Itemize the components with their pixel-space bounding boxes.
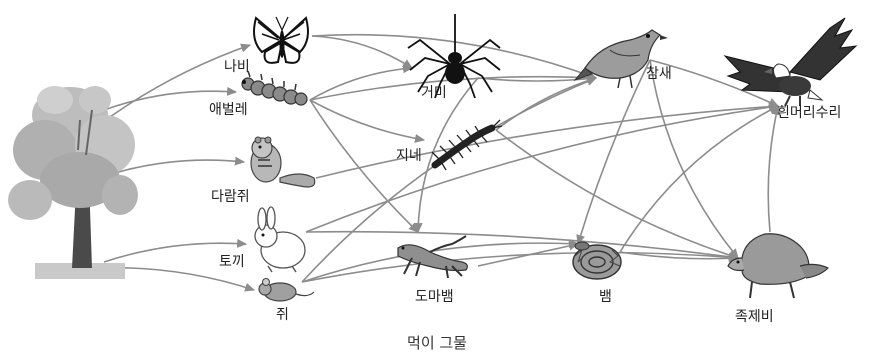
arrow-lizard-to-snake <box>478 244 578 266</box>
arrow-sparrow-to-weasel <box>650 60 738 258</box>
rabbit-illustration <box>255 207 305 272</box>
arrow-sparrow-to-snake <box>578 60 650 244</box>
label-eagle: 흰머리수리 <box>777 105 841 121</box>
label-spider: 거미 <box>421 85 447 101</box>
arrow-rabbit-to-eagle <box>306 106 778 232</box>
chipmunk-illustration <box>251 137 315 187</box>
diagram-caption: 먹이 그물 <box>407 334 467 352</box>
centipede-illustration <box>432 120 502 170</box>
label-caterpillar: 애벌레 <box>209 102 248 118</box>
label-sparrow: 참새 <box>646 66 672 82</box>
tree-illustration <box>8 86 138 279</box>
arrow-weasel-to-eagle <box>768 106 778 232</box>
label-lizard: 도마뱀 <box>415 289 454 305</box>
butterfly-illustration <box>254 17 308 63</box>
label-mouse: 쥐 <box>276 307 289 323</box>
label-snake: 뱀 <box>599 289 612 305</box>
lizard-illustration <box>398 236 467 278</box>
label-centipede: 지네 <box>396 148 422 164</box>
eagle-illustration <box>725 18 856 106</box>
snake-illustration <box>573 242 621 279</box>
label-chipmunk: 다람쥐 <box>211 189 250 205</box>
label-rabbit: 토끼 <box>219 254 245 270</box>
arrow-butterfly-to-spider <box>312 36 412 68</box>
caterpillar-illustration <box>242 71 307 105</box>
label-weasel: 족제비 <box>735 309 774 325</box>
arrow-centipede-to-sparrow <box>496 78 596 130</box>
arrow-snake-to-eagle <box>620 106 778 252</box>
arrow-caterpillar-to-centipede <box>310 100 424 140</box>
arrow-centipede-to-weasel <box>496 130 738 258</box>
arrow-caterpillar-to-spider <box>310 68 412 100</box>
weasel-illustration <box>728 234 828 298</box>
label-butterfly: 나비 <box>224 59 250 75</box>
